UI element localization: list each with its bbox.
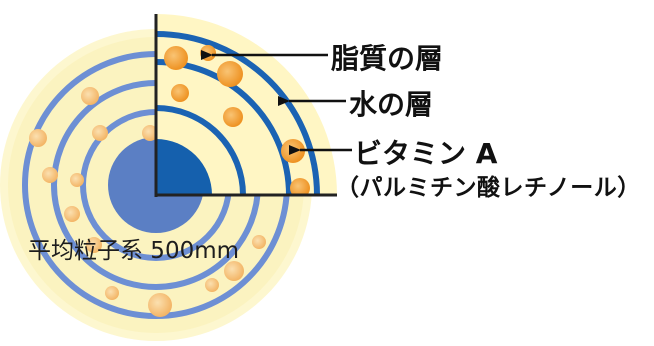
droplet (70, 173, 84, 187)
core-front (156, 139, 212, 195)
droplet (171, 84, 189, 102)
droplet (252, 235, 266, 249)
droplet (29, 129, 47, 147)
droplet (105, 286, 119, 300)
droplet (86, 237, 102, 253)
label-particle-size: 平均粒子系 500mm (28, 238, 240, 264)
label-retinyl-palmitate: （パルミチン酸レチノール） (336, 175, 641, 201)
droplet (200, 45, 216, 61)
droplet (205, 278, 219, 292)
droplet (81, 87, 99, 105)
droplet (92, 125, 108, 141)
droplet (164, 46, 188, 70)
droplet (148, 293, 172, 317)
label-vitamin-a: ビタミン A (354, 137, 498, 170)
droplet (290, 178, 310, 195)
droplet (223, 107, 243, 127)
droplet (142, 125, 158, 141)
droplets-back (29, 87, 266, 317)
label-water-layer: 水の層 (349, 88, 434, 121)
droplet (64, 206, 80, 222)
droplet (42, 167, 58, 183)
leader-arrows (201, 50, 352, 155)
droplet (217, 61, 243, 87)
label-lipid-layer: 脂質の層 (331, 42, 444, 75)
droplet (224, 261, 244, 281)
